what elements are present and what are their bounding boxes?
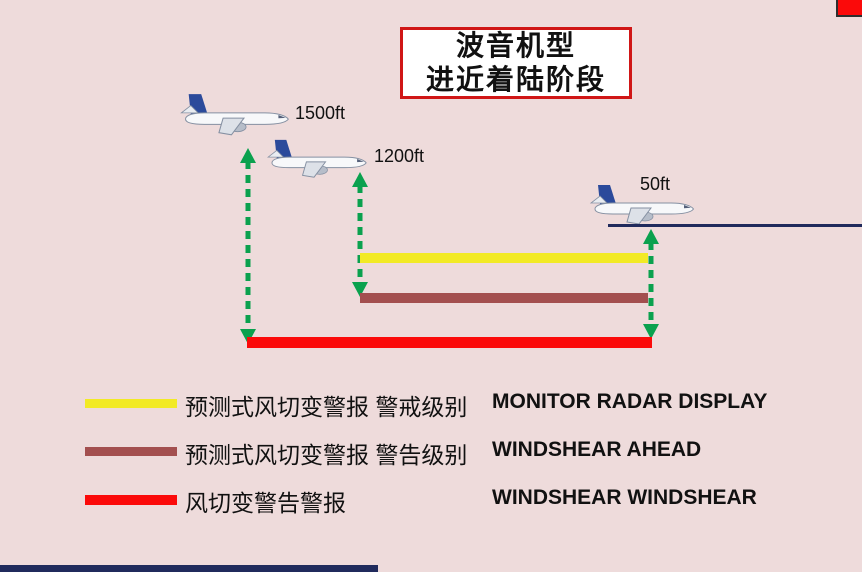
title-line-2: 进近着陆阶段 (425, 64, 606, 95)
bottom-navy-strip (0, 565, 378, 572)
legend-en-ahead: WINDSHEAR AHEAD (492, 438, 702, 461)
legend-cn-monitor: 预测式风切变警报 警戒级别 (185, 394, 468, 420)
legend-row-monitor-radar-display: 预测式风切变警报 警戒级别 MONITOR RADAR DISPLAY (0, 388, 862, 420)
legend-cn-warning: 风切变警告警报 (185, 490, 346, 516)
legend-en-monitor: MONITOR RADAR DISPLAY (492, 390, 768, 413)
legend-row-windshear-windshear: 风切变警告警报 WINDSHEAR WINDSHEAR (0, 484, 862, 516)
legend-en-warning: WINDSHEAR WINDSHEAR (492, 486, 757, 509)
green-dashed-arrow-icon-50ft (643, 229, 659, 339)
title-box: 波音机型 进近着陆阶段 (400, 27, 632, 99)
legend-swatch-yellow (85, 399, 177, 408)
windshear-ahead-bar (360, 293, 648, 303)
ground-line (608, 224, 862, 227)
windshear-warning-bar (247, 337, 652, 348)
monitor-radar-display-bar (360, 253, 648, 263)
green-dashed-arrow-icon-1200ft (352, 172, 368, 297)
legend-swatch-brown (85, 447, 177, 456)
altitude-label-50ft: 50ft (640, 174, 671, 194)
legend-row-windshear-ahead: 预测式风切变警报 警告级别 WINDSHEAR AHEAD (0, 436, 862, 468)
legend-swatch-red (85, 495, 177, 505)
altitude-label-1200ft: 1200ft (374, 146, 425, 166)
title-line-1: 波音机型 (455, 29, 576, 61)
green-dashed-arrow-icon-1500ft (240, 148, 256, 344)
legend-cn-ahead: 预测式风切变警报 警告级别 (185, 442, 468, 468)
corner-red-box (836, 0, 862, 17)
altitude-label-1500ft: 1500ft (295, 103, 346, 123)
